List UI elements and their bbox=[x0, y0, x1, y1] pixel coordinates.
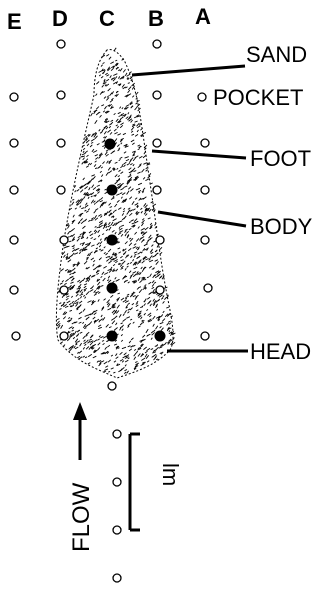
sample-point bbox=[107, 235, 118, 246]
grid-point bbox=[60, 286, 68, 294]
column-labels: E D C B A bbox=[7, 4, 211, 34]
grid-point bbox=[113, 526, 121, 534]
sand-pocket-leader bbox=[132, 66, 245, 75]
sample-point bbox=[107, 185, 118, 196]
grid-point bbox=[57, 91, 65, 99]
sample-point bbox=[105, 139, 116, 150]
grid-point bbox=[57, 40, 65, 48]
grid-point bbox=[113, 574, 121, 582]
grid-point bbox=[10, 186, 18, 194]
column-label-d: D bbox=[52, 6, 68, 31]
sample-point bbox=[155, 331, 166, 342]
grid-point bbox=[57, 186, 65, 194]
grid-point bbox=[156, 236, 164, 244]
grid-point bbox=[153, 40, 161, 48]
grid-point bbox=[201, 332, 209, 340]
grid-point bbox=[204, 284, 212, 292]
sample-point bbox=[107, 331, 118, 342]
grid-point bbox=[60, 332, 68, 340]
grid-point bbox=[10, 93, 18, 101]
foot-leader bbox=[152, 151, 246, 158]
callout-foot: FOOT bbox=[250, 146, 311, 171]
grid-point bbox=[10, 286, 18, 294]
grid-point bbox=[10, 139, 18, 147]
grid-point bbox=[201, 186, 209, 194]
grid-point bbox=[108, 382, 116, 390]
grid-point bbox=[113, 478, 121, 486]
sample-point bbox=[107, 283, 118, 294]
column-label-a: A bbox=[195, 4, 211, 29]
grid-point bbox=[201, 236, 209, 244]
grid-point bbox=[153, 186, 161, 194]
callout-sand: SAND bbox=[246, 42, 307, 67]
stipple-dash bbox=[167, 295, 169, 296]
scale-label: lm bbox=[158, 463, 183, 486]
stipple-dash bbox=[160, 252, 162, 254]
callout-head: HEAD bbox=[250, 339, 311, 364]
callout-pocket: POCKET bbox=[213, 85, 303, 110]
callout-labels: SAND POCKET FOOT BODY HEAD bbox=[213, 42, 313, 364]
grid-point bbox=[12, 332, 20, 340]
stipple-dash bbox=[159, 247, 162, 250]
scale-bar: lm bbox=[130, 434, 183, 530]
column-label-b: B bbox=[148, 6, 164, 31]
grid-point bbox=[153, 91, 161, 99]
grid-point bbox=[57, 139, 65, 147]
grid-point bbox=[198, 93, 206, 101]
stipple-dash bbox=[136, 92, 138, 95]
grid-point bbox=[201, 139, 209, 147]
flow-arrow-head-icon bbox=[73, 402, 87, 420]
callout-body: BODY bbox=[250, 214, 313, 239]
grid-point bbox=[113, 430, 121, 438]
column-label-c: C bbox=[99, 6, 115, 31]
grid-point bbox=[153, 139, 161, 147]
grid-point bbox=[60, 236, 68, 244]
column-label-e: E bbox=[7, 9, 22, 34]
flow-label: FLOW bbox=[68, 482, 95, 552]
flow-indicator: FLOW bbox=[68, 402, 95, 552]
grid-point bbox=[10, 236, 18, 244]
body-leader bbox=[158, 212, 246, 226]
grid-point bbox=[156, 286, 164, 294]
